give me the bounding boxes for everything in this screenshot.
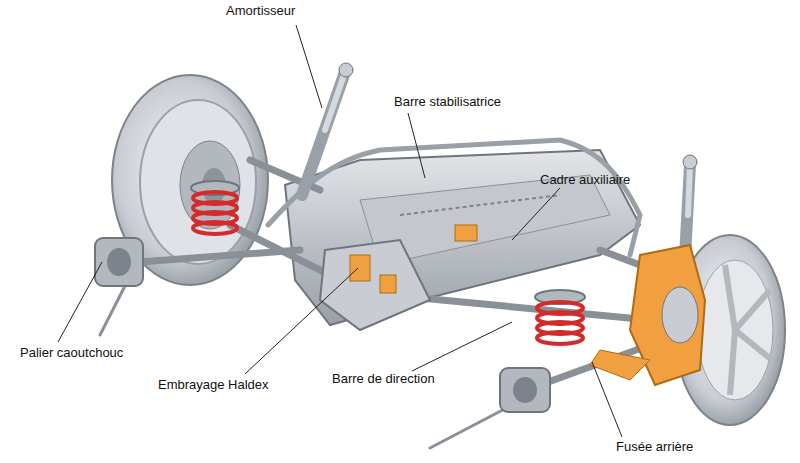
part-label: Cadre auxiliaire bbox=[540, 172, 630, 187]
coil-spring bbox=[191, 181, 585, 344]
rear-knuckle bbox=[590, 245, 705, 385]
part-label: Palier caoutchouc bbox=[20, 345, 123, 360]
part-label: Barre stabilisatrice bbox=[394, 94, 501, 109]
trailing-rods bbox=[100, 280, 518, 448]
rubber-bearing bbox=[95, 238, 143, 286]
part-label: Amortisseur bbox=[226, 3, 295, 18]
part-label: Fusée arrière bbox=[616, 439, 693, 454]
rubber-bearing bbox=[500, 368, 550, 412]
shock-absorber bbox=[302, 63, 697, 275]
part-label: Embrayage Haldex bbox=[158, 377, 269, 392]
haldex-coupling bbox=[320, 240, 430, 330]
stabilizer-bar bbox=[268, 140, 640, 255]
leader-line bbox=[58, 25, 622, 437]
part-label: Barre de direction bbox=[332, 371, 435, 386]
control-arms bbox=[140, 160, 680, 385]
